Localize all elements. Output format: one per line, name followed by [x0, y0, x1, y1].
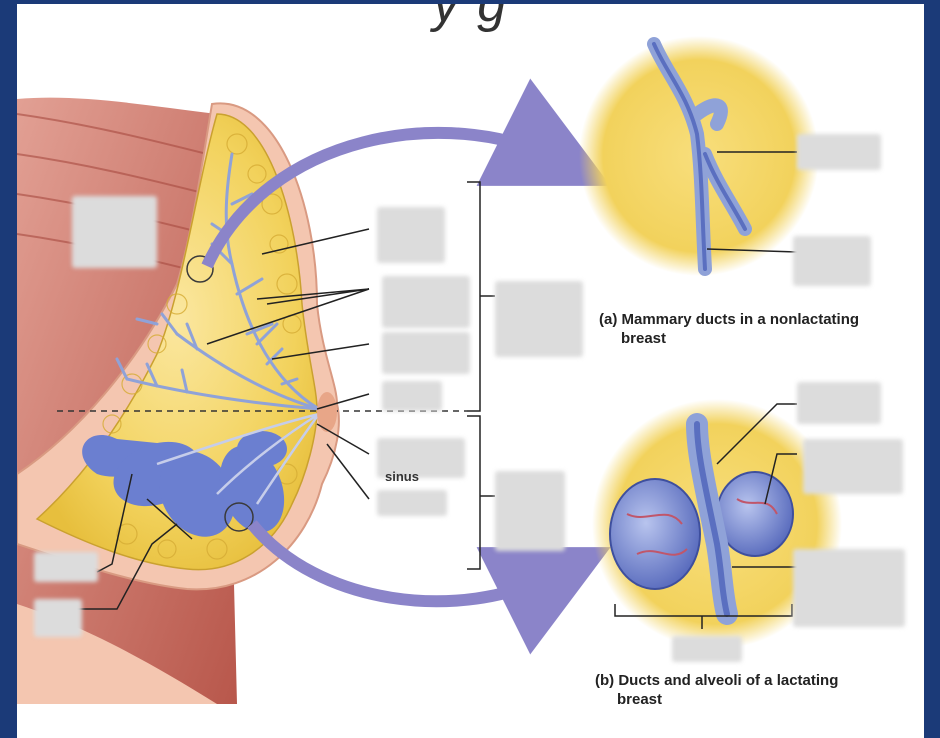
partial-label-sinus: sinus	[385, 469, 419, 484]
bracket-lower	[467, 416, 495, 569]
caption-b-line1: (b) Ducts and alveoli of a lactating	[595, 671, 838, 690]
breast-anatomy-diagram	[17, 4, 924, 738]
masked-label-5	[382, 381, 442, 411]
masked-label-16	[793, 549, 905, 627]
masked-label-13	[793, 236, 871, 286]
masked-label-4	[382, 332, 470, 374]
masked-label-7	[377, 490, 447, 516]
masked-label-2	[377, 207, 445, 263]
masked-label-8	[495, 281, 583, 357]
caption-a-line2: breast	[599, 329, 859, 348]
masked-label-15	[803, 439, 903, 494]
caption-b: (b) Ducts and alveoli of a lactating bre…	[595, 671, 838, 709]
caption-b-line2: breast	[595, 690, 838, 709]
caption-a-line1: (a) Mammary ducts in a nonlactating	[599, 310, 859, 329]
masked-label-9	[495, 471, 565, 551]
masked-label-10	[34, 552, 98, 582]
masked-label-17	[672, 636, 742, 662]
masked-label-3	[382, 276, 470, 328]
diagram-stage: y g	[17, 4, 924, 738]
masked-label-1	[72, 196, 157, 268]
masked-label-12	[797, 134, 881, 170]
masked-label-11	[34, 599, 82, 637]
bracket-upper	[467, 182, 495, 411]
masked-label-14	[797, 382, 881, 424]
caption-a: (a) Mammary ducts in a nonlactating brea…	[599, 310, 859, 348]
